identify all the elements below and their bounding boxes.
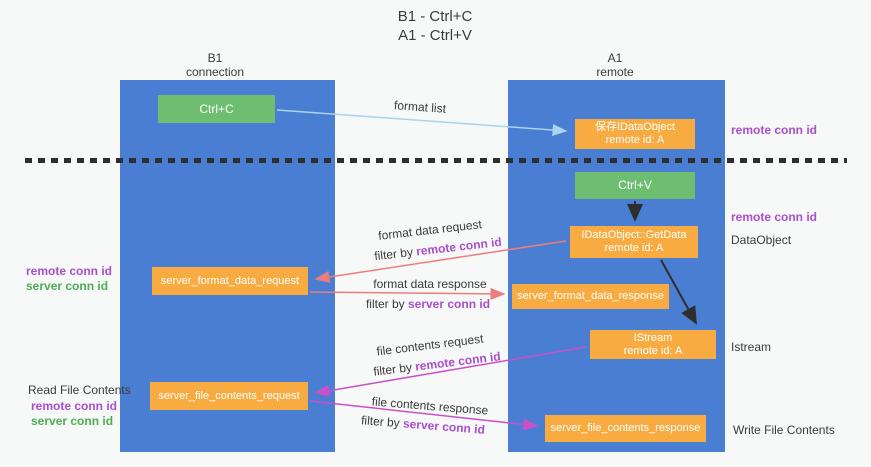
save-idataobject-node: 保存IDataObject remote id: A: [575, 119, 695, 149]
remote-conn-id-label-top: remote conn id: [731, 123, 818, 137]
filter-by-server-conn-id-label-2: filter by server conn id: [361, 413, 486, 437]
remote-conn-id-filter-2: remote conn id: [414, 349, 502, 374]
filter-prefix-1: filter by: [373, 244, 417, 264]
format-data-response-arrow: [309, 287, 506, 300]
istream-line1: IStream: [633, 331, 673, 344]
remote-conn-id-label-mid: remote conn id: [731, 210, 818, 224]
istream-line2: remote id: A: [623, 344, 683, 357]
title-line-1: B1 - Ctrl+C: [397, 8, 473, 25]
left-conn-id-block-1: remote conn id server conn id: [26, 264, 112, 294]
left-remote-conn-id-1: remote conn id: [26, 264, 113, 278]
server-file-contents-request-label: server_file_contents_request: [158, 389, 300, 402]
right-column-name: A1: [607, 51, 623, 65]
left-column-subtitle: connection: [185, 65, 245, 79]
right-column-header: A1 remote: [540, 51, 690, 79]
ctrl-c-label: Ctrl+C: [199, 101, 234, 116]
remote-conn-id-filter-1: remote conn id: [415, 234, 503, 259]
dataobject-label: DataObject: [731, 233, 792, 247]
save-idataobject-line2: remote id: A: [605, 134, 665, 146]
server-format-data-request-label: server_format_data_request: [160, 274, 300, 287]
left-conn-id-block-2: remote conn id server conn id: [31, 399, 117, 429]
istream-side-label: Istream: [731, 340, 772, 354]
write-file-contents-label: Write File Contents: [733, 423, 835, 437]
filter-by-server-conn-id-label-1: filter by server conn id: [366, 297, 490, 311]
getdata-line1: IDataObject::GetData: [581, 229, 687, 241]
read-file-contents-label: Read File Contents: [28, 383, 131, 397]
ctrl-c-node: Ctrl+C: [158, 95, 275, 123]
server-file-contents-request-node: server_file_contents_request: [150, 382, 308, 410]
istream-node: IStream remote id: A: [590, 330, 716, 359]
server-format-data-request-node: server_format_data_request: [152, 267, 308, 295]
right-column-subtitle: remote: [596, 65, 634, 79]
title-line-2: A1 - Ctrl+V: [398, 27, 472, 44]
server-format-data-response-node: server_format_data_response: [512, 284, 669, 309]
left-remote-conn-id-2: remote conn id: [31, 399, 118, 413]
filter-prefix-2: filter by: [365, 297, 408, 311]
save-idataobject-line1: 保存IDataObject: [594, 121, 676, 133]
left-column-name: B1: [207, 51, 223, 65]
left-column-header: B1 connection: [140, 51, 290, 79]
left-server-conn-id-2: server conn id: [31, 414, 114, 428]
left-server-conn-id-1: server conn id: [26, 279, 109, 293]
phase-separator-dashed-line: [25, 158, 847, 163]
server-file-contents-response-label: server_file_contents_response: [550, 422, 701, 434]
format-data-response-arrow-label: format data response: [373, 277, 487, 291]
server-conn-id-filter-1: server conn id: [407, 297, 491, 311]
ctrl-v-node: Ctrl+V: [575, 172, 695, 199]
filter-prefix-4: filter by: [360, 413, 404, 431]
file-contents-response-arrow-label: file contents response: [371, 394, 489, 418]
server-conn-id-filter-2: server conn id: [402, 416, 486, 437]
filter-prefix-3: filter by: [372, 359, 417, 379]
diagram-title: B1 - Ctrl+C A1 - Ctrl+V: [335, 7, 535, 45]
server-file-contents-response-node: server_file_contents_response: [545, 415, 706, 442]
getdata-node: IDataObject::GetData remote id: A: [570, 226, 698, 258]
getdata-line2: remote id: A: [604, 242, 664, 254]
format-list-arrow-label: format list: [393, 98, 447, 116]
server-format-data-response-label: server_format_data_response: [517, 290, 664, 302]
ctrl-v-label: Ctrl+V: [618, 178, 652, 192]
